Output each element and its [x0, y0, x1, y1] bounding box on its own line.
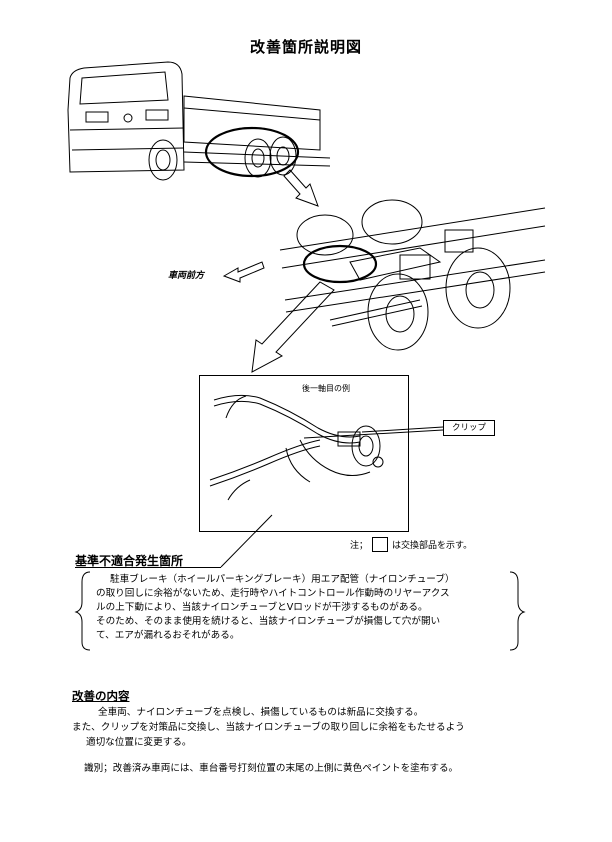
page-title: 改善箇所説明図 [249, 38, 362, 56]
improvement-description: 全車両、ナイロンチューブを点検し、損傷しているものは新品に交換する。 また、クリ… [72, 705, 552, 750]
nonconformity-heading-underline [75, 567, 221, 568]
right-brace-icon [509, 571, 526, 651]
replacement-part-square-icon [372, 537, 389, 552]
improvement-heading: 改善の内容 [72, 689, 130, 703]
axle-assembly-drawing [251, 199, 546, 373]
nonconformity-heading: 基準不適合発生箇所 [75, 554, 184, 568]
vehicle-front-label: 車両前方 [168, 271, 205, 281]
replacement-part-note: 注； は交換部品を示す。 [350, 537, 472, 552]
nonconformity-line: て、エアが漏れるおそれがある。 [96, 630, 240, 641]
nonconformity-description: 駐車ブレーキ（ホイールパーキングブレーキ）用エア配管（ナイロンチューブ） の取り… [96, 573, 516, 643]
improvement-line: 適切な位置に変更する。 [86, 737, 192, 748]
nonconformity-line: そのため、そのまま使用を続けると、当該ナイロンチューブが損傷して穴が開い [96, 616, 441, 627]
note-suffix: は交換部品を示す。 [392, 541, 473, 551]
nonconformity-line: の取り回しに余裕がないため、走行時やハイトコントロール作動時のリヤーアクス [96, 588, 450, 599]
inset-detail-drawing [209, 394, 444, 568]
clip-callout: クリップ [443, 420, 495, 436]
inset-frame [199, 375, 409, 532]
nonconformity-line: ルの上下動により、当該ナイロンチューブとVロッドが干渉するものがある。 [96, 602, 428, 613]
inset-caption: 後一軸目の例 [302, 384, 350, 393]
identification-note: 識別；改善済み車両には、車台番号打刻位置の末尾の上側に黄色ペイントを塗布する。 [84, 763, 459, 774]
vehicle-front-arrow [222, 261, 265, 283]
note-prefix: 注； [350, 541, 369, 551]
left-brace-icon [74, 571, 91, 651]
improvement-line: また、クリップを対策品に交換し、当該ナイロンチューブの取り回しに余裕をもたせるよ… [72, 722, 465, 733]
improvement-line: 全車両、ナイロンチューブを点検し、損傷しているものは新品に交換する。 [98, 707, 424, 718]
nonconformity-line: 駐車ブレーキ（ホイールパーキングブレーキ）用エア配管（ナイロンチューブ） [110, 574, 455, 585]
truck-drawing [67, 61, 331, 207]
